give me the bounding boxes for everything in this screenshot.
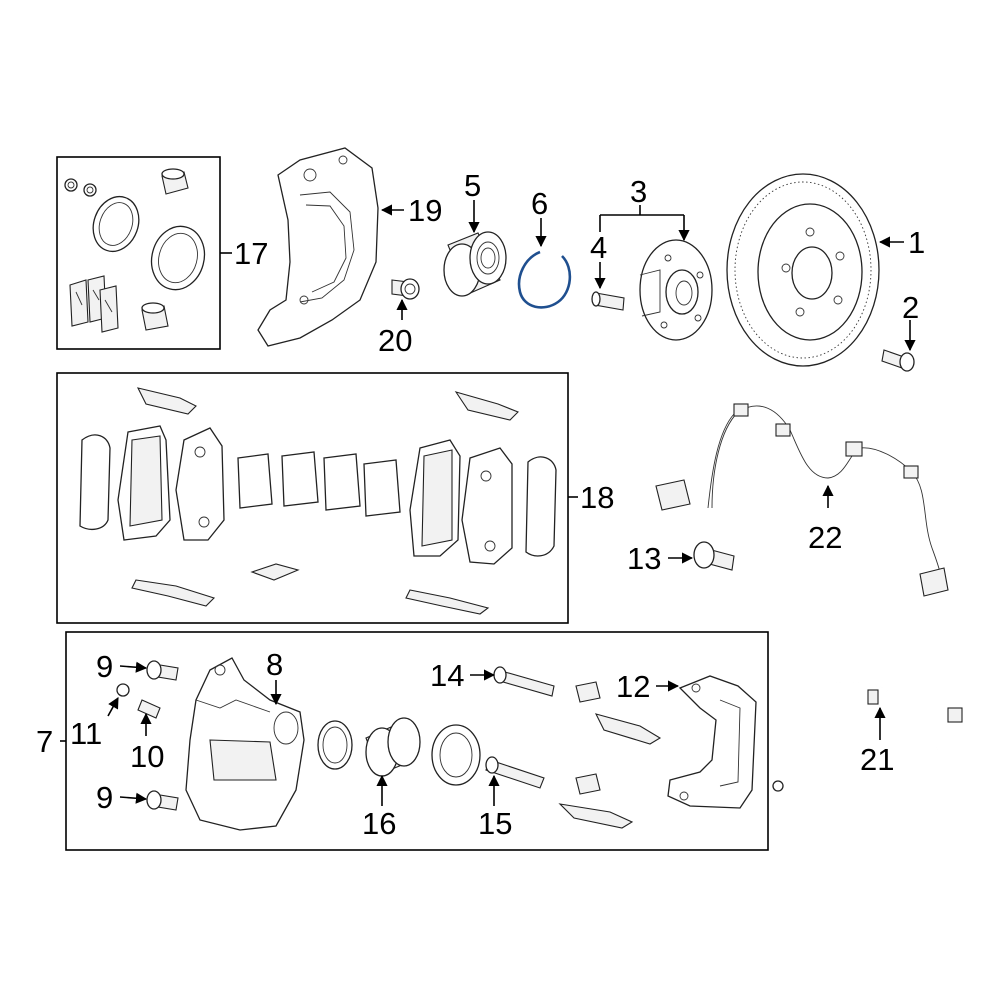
wheel-bearing-illustration xyxy=(443,231,507,297)
wheel-hub-illustration xyxy=(639,239,713,341)
snap-ring-illustration xyxy=(517,250,572,309)
callout-20: 20 xyxy=(378,323,412,358)
seal-kit-illustration xyxy=(64,168,206,333)
callout-14: 14 xyxy=(430,658,464,693)
callout-2: 2 xyxy=(902,290,919,325)
hub-stud-illustration xyxy=(591,291,625,311)
callout-5: 5 xyxy=(464,168,481,203)
callout-21: 21 xyxy=(860,742,894,777)
callout-19: 19 xyxy=(408,193,442,228)
abs-sensor-harness-illustration xyxy=(655,403,949,597)
callout-3: 3 xyxy=(630,174,647,209)
piston-illustration xyxy=(317,717,481,786)
callout-16: 16 xyxy=(362,806,396,841)
guide-pins-illustration xyxy=(485,666,662,829)
callout-9-lower: 9 xyxy=(96,780,113,815)
callout-15: 15 xyxy=(478,806,512,841)
callout-12: 12 xyxy=(616,669,650,704)
sensor-bolt-illustration xyxy=(693,541,735,571)
brake-pads-illustration xyxy=(79,387,557,615)
bolt-illustration xyxy=(391,278,420,300)
caliper-bolts-illustration xyxy=(116,660,179,811)
callout-labels: 1 2 3 4 5 6 7 8 9 9 10 11 12 13 14 15 16… xyxy=(36,168,925,841)
callout-8: 8 xyxy=(266,647,283,682)
brake-hose-illustration xyxy=(772,680,963,792)
caliper-bracket-illustration xyxy=(667,675,757,809)
callout-1: 1 xyxy=(908,225,925,260)
rotor-screw-illustration xyxy=(881,349,915,372)
callout-17: 17 xyxy=(234,236,268,271)
caliper-illustration xyxy=(185,657,305,831)
pad-kit-box xyxy=(56,372,569,624)
leader-lines xyxy=(60,200,916,806)
callout-9-upper: 9 xyxy=(96,649,113,684)
callout-10: 10 xyxy=(130,739,164,774)
callout-4: 4 xyxy=(590,230,607,265)
callout-6: 6 xyxy=(531,186,548,221)
callout-22: 22 xyxy=(808,520,842,555)
brake-rotor-illustration xyxy=(726,173,880,367)
callout-18: 18 xyxy=(580,480,614,515)
splash-shield-illustration xyxy=(257,147,379,347)
callout-13: 13 xyxy=(627,541,661,576)
callout-11: 11 xyxy=(70,716,102,751)
callout-7: 7 xyxy=(36,724,53,759)
